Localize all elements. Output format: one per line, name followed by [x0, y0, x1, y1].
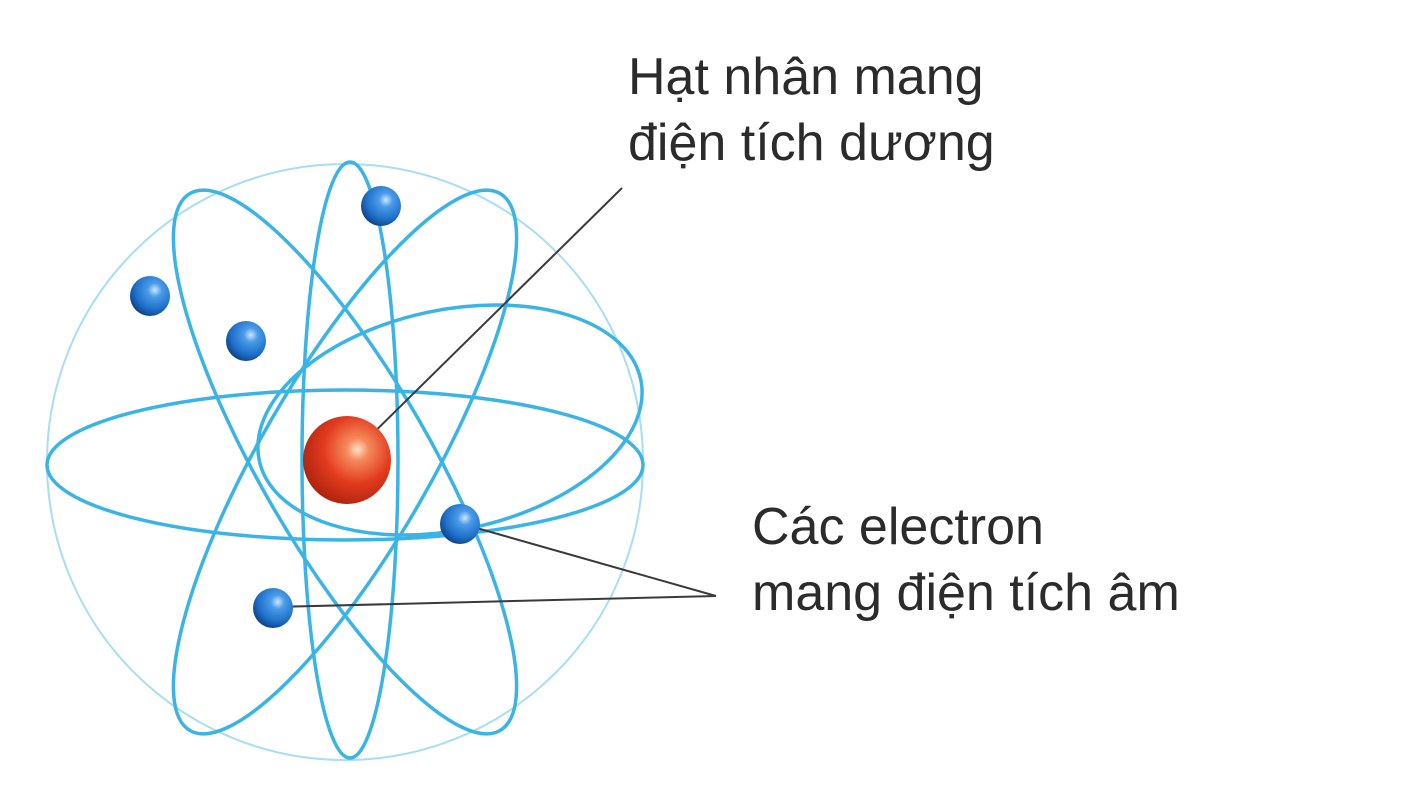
- electron: [226, 321, 266, 361]
- orbit-diagonal-left: [171, 188, 519, 736]
- orbit-horizontal: [45, 388, 645, 542]
- orbit-vertical: [300, 160, 400, 760]
- nucleus-label-line1: Hạt nhân mang: [628, 48, 984, 106]
- orbit-diagonal-right: [171, 188, 519, 736]
- electron-label: Các electron mang điện tích âm: [752, 494, 1180, 626]
- electron-label-line1: Các electron: [752, 498, 1044, 556]
- electron-label-line2: mang điện tích âm: [752, 564, 1180, 622]
- nucleus: [303, 416, 391, 504]
- electron: [130, 276, 170, 316]
- electron-leader-line-upper: [465, 524, 717, 597]
- nucleus-label-line2: điện tích dương: [628, 114, 995, 172]
- electron: [440, 504, 480, 544]
- electron: [253, 588, 293, 628]
- nucleus-label: Hạt nhân mang điện tích dương: [628, 44, 995, 176]
- nucleus-leader-line: [347, 187, 623, 459]
- electrons: [130, 186, 480, 628]
- electron: [361, 186, 401, 226]
- leader-lines: [273, 187, 717, 608]
- electron-leader-line-lower: [273, 595, 717, 608]
